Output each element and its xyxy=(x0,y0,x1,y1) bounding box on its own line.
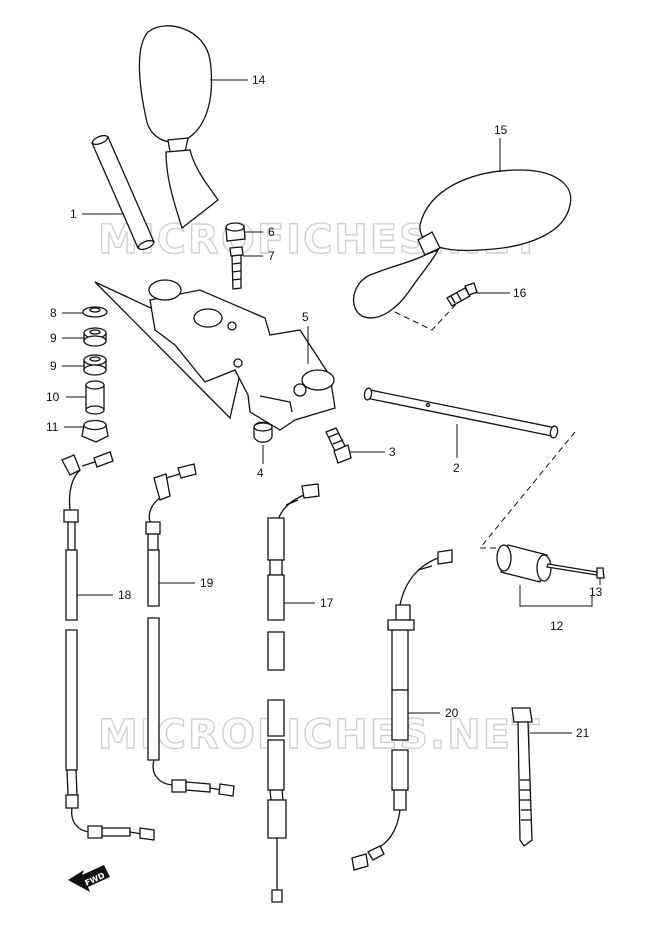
part-label-13: 13 xyxy=(589,585,603,599)
part-label-20: 20 xyxy=(445,706,459,720)
part-label-6: 6 xyxy=(268,225,275,239)
part-label-11: 11 xyxy=(46,420,59,434)
bracket-12-line xyxy=(519,585,593,607)
part-label-14: 14 xyxy=(252,73,266,87)
part-label-3: 3 xyxy=(389,445,396,459)
part-label-1: 1 xyxy=(70,207,77,221)
starter-cable-20-drawing[interactable] xyxy=(351,549,453,871)
part-label-5: 5 xyxy=(302,310,309,324)
part-label-2: 2 xyxy=(453,461,460,475)
washer-8-drawing[interactable] xyxy=(82,306,108,318)
throttle-cable-19-drawing[interactable] xyxy=(145,463,235,797)
balancer-guide-dashed xyxy=(478,431,576,549)
left-mirror-drawing[interactable] xyxy=(138,25,219,230)
nut-11-drawing[interactable] xyxy=(81,419,109,443)
right-handlebar-tube-drawing[interactable] xyxy=(363,387,559,439)
cable-clamp-21-drawing[interactable] xyxy=(511,707,533,847)
part-label-10: 10 xyxy=(46,390,60,404)
part-label-15: 15 xyxy=(494,123,508,137)
handlebar-holder-drawing[interactable] xyxy=(94,279,336,431)
cap-4-drawing[interactable] xyxy=(253,421,273,443)
part-label-18: 18 xyxy=(118,588,132,602)
part-label-16: 16 xyxy=(513,286,527,300)
part-label-9b: 9 xyxy=(50,359,57,373)
forward-arrow-icon: FWD xyxy=(68,865,110,892)
part-label-9a: 9 xyxy=(50,331,57,345)
bolt-7-drawing[interactable] xyxy=(229,246,244,290)
part-label-19: 19 xyxy=(200,576,214,590)
right-mirror-drawing[interactable] xyxy=(352,169,572,319)
part-label-17: 17 xyxy=(320,596,334,610)
collar-10-drawing[interactable] xyxy=(85,380,105,415)
grommet-9b-drawing[interactable] xyxy=(83,354,107,376)
part-label-12: 12 xyxy=(550,619,564,633)
part-label-21: 21 xyxy=(576,726,590,740)
throttle-cable-18-drawing[interactable] xyxy=(61,451,155,841)
cap-drawing[interactable] xyxy=(225,222,246,242)
mirror-guide-dashed xyxy=(394,299,461,331)
clutch-cable-17-drawing[interactable] xyxy=(267,483,320,903)
part-label-8: 8 xyxy=(50,306,57,320)
part-label-4: 4 xyxy=(257,466,264,480)
part-label-7: 7 xyxy=(268,249,275,263)
watermark-bottom: MICROFICHES.NET xyxy=(98,712,541,758)
left-handlebar-tube-drawing[interactable] xyxy=(91,134,155,251)
bolt-16-drawing[interactable] xyxy=(446,282,478,307)
screw-13-drawing[interactable] xyxy=(546,563,605,579)
balancer-weight-drawing[interactable] xyxy=(496,544,552,583)
bolt-3-drawing[interactable] xyxy=(325,427,352,464)
grommet-9a-drawing[interactable] xyxy=(83,327,107,347)
